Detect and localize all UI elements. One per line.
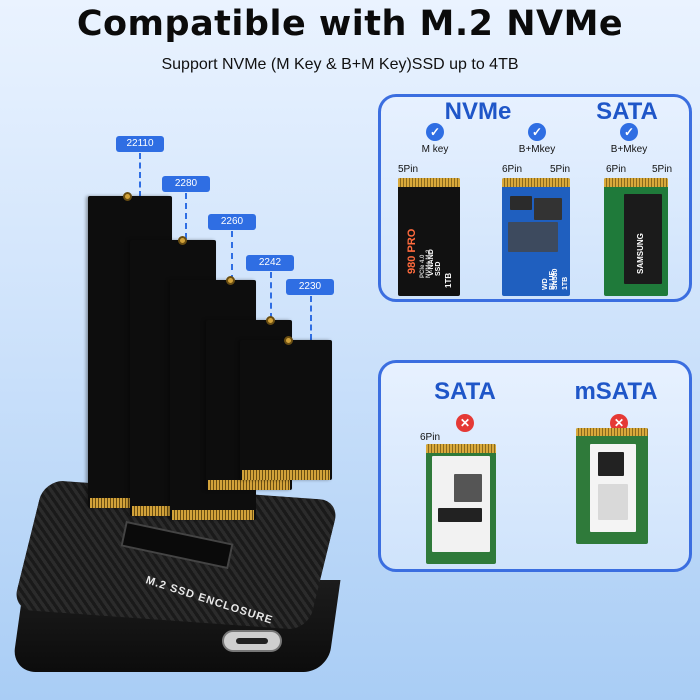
- size-label-2280: 2280: [162, 176, 210, 192]
- ssd-module-2230: [240, 336, 332, 480]
- sata-heading-unsupported: SATA: [434, 378, 496, 405]
- size-leader-22110: [139, 153, 141, 197]
- check-icon-bm-key: ✓: [528, 123, 546, 141]
- page-subtitle: Support NVMe (M Key & B+M Key)SSD up to …: [161, 56, 519, 73]
- usb-c-port: [222, 630, 282, 652]
- x-icon-sata: ✕: [456, 414, 474, 432]
- bm-key-label: B+Mkey: [518, 144, 556, 155]
- ssd-wd-blue: WD BLUE SN580 1TB: [502, 178, 570, 296]
- size-label-2230: 2230: [286, 279, 334, 295]
- ssd-sata-m2: [426, 444, 496, 564]
- ssd-980-pro: 980 PRO V-NAND SSD PCIe 4.0 NVMe M.2 1TB: [398, 178, 460, 296]
- page-title: Compatible with M.2 NVMe: [76, 4, 624, 44]
- msata-heading: mSATA: [574, 378, 658, 405]
- nvme-heading: NVMe: [444, 98, 512, 125]
- x-icon-msata: ✕: [610, 414, 628, 432]
- ssd2-pin-left: 6Pin: [502, 164, 523, 175]
- ssd-msata: [576, 428, 648, 544]
- ssd3-pin-left: 6Pin: [606, 164, 627, 175]
- ssd2-pin-right: 5Pin: [550, 164, 571, 175]
- m-key-label: M key: [421, 144, 449, 155]
- sata-bm-key-label: B+Mkey: [610, 144, 648, 155]
- ssd-samsung-sata: SAMSUNG: [604, 178, 668, 296]
- size-label-2260: 2260: [208, 214, 256, 230]
- size-label-22110: 22110: [116, 136, 164, 152]
- ssd3-pin-right: 5Pin: [652, 164, 673, 175]
- check-icon-m-key: ✓: [426, 123, 444, 141]
- size-leader-2242: [270, 272, 272, 319]
- ssd1-pin-label: 5Pin: [398, 164, 419, 175]
- size-label-2242: 2242: [246, 255, 294, 271]
- size-leader-2280: [185, 193, 187, 239]
- size-leader-2230: [310, 296, 312, 340]
- check-icon-sata-key: ✓: [620, 123, 638, 141]
- sata-heading-supported: SATA: [596, 98, 658, 125]
- size-leader-2260: [231, 231, 233, 281]
- ssd4-pin-label: 6Pin: [420, 432, 441, 443]
